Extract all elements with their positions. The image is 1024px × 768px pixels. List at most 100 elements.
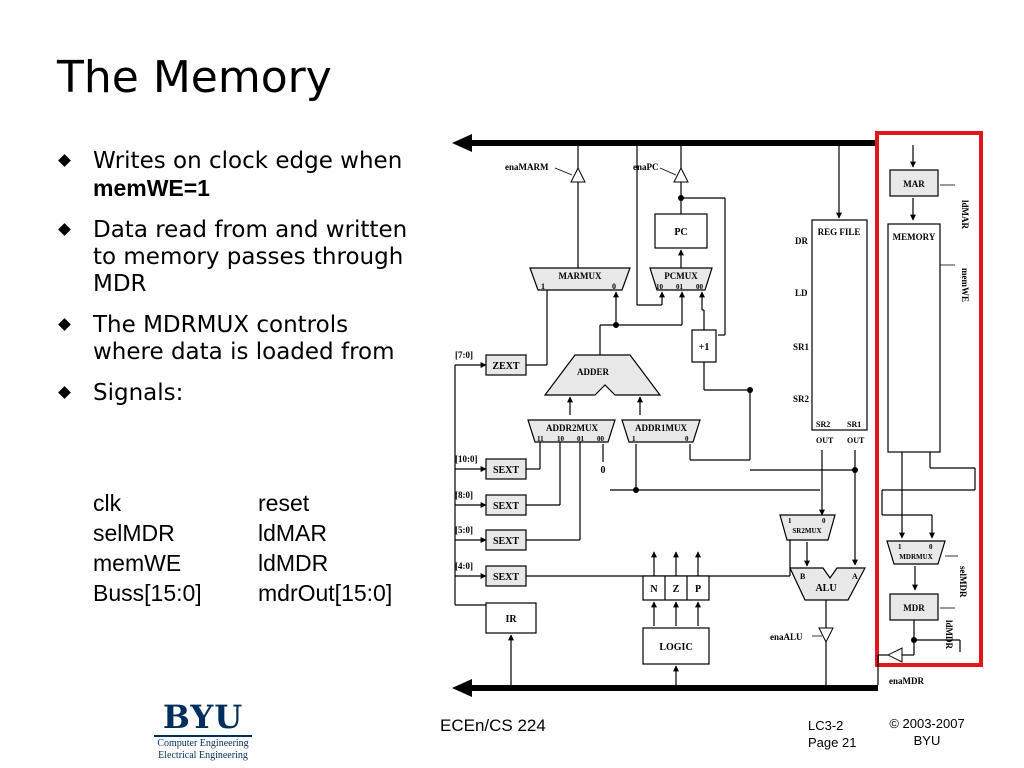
byu-logo: BYU Computer Engineering Electrical Engi… <box>148 700 258 764</box>
svg-text:01: 01 <box>577 435 585 443</box>
ena-alu-label: enaALU <box>770 632 803 642</box>
lc3-datapath-diagram: [7:0] [10:0] [8:0] [5:0] [4:0] ZEXT SEXT… <box>452 131 983 697</box>
left-wires <box>454 290 791 606</box>
svg-text:OUT: OUT <box>816 436 834 445</box>
ena-pc-label: enaPC <box>633 162 659 172</box>
bullet-item: Signals: <box>58 380 418 407</box>
svg-text:SR2: SR2 <box>793 394 810 404</box>
svg-text:SR1: SR1 <box>793 342 810 352</box>
bottom-bus <box>452 679 878 697</box>
svg-text:DR: DR <box>795 236 808 246</box>
svg-text:0: 0 <box>929 543 933 551</box>
slide-title: The Memory <box>57 52 332 103</box>
svg-text:0: 0 <box>685 435 689 443</box>
bit-field-labels: [7:0] [10:0] [8:0] [5:0] [4:0] <box>455 350 478 571</box>
svg-text:1: 1 <box>541 282 545 291</box>
ena-mdr-label: enaMDR <box>889 676 924 686</box>
signal-name: ldMDR <box>258 550 329 576</box>
svg-text:10: 10 <box>557 435 565 443</box>
mar-label: MAR <box>903 179 925 189</box>
logic-block: LOGIC <box>642 627 710 686</box>
svg-text:ADDR1MUX: ADDR1MUX <box>635 423 687 433</box>
mdrmux-label: MDRMUX <box>899 553 932 561</box>
pcmux-block: PCMUX 10 01 00 <box>636 145 713 325</box>
svg-text:1: 1 <box>898 543 902 551</box>
svg-text:PC: PC <box>674 227 687 238</box>
signal-name: memWE <box>93 550 182 576</box>
svg-text:ALU: ALU <box>815 583 836 594</box>
svg-text:10: 10 <box>656 283 664 291</box>
sel-mdr-label: selMDR <box>958 566 968 598</box>
sext-block: SEXT <box>485 494 527 516</box>
bullet-item: Data read from and written to memory pas… <box>58 217 418 298</box>
svg-text:00: 00 <box>597 435 605 443</box>
bullet-text: Signals: <box>93 380 184 406</box>
logo-divider <box>154 735 252 737</box>
svg-text:00: 00 <box>696 283 704 291</box>
svg-text:N: N <box>650 584 658 595</box>
alu-block: B A ALU <box>789 567 866 685</box>
diamond-bullet-icon <box>58 318 71 331</box>
lecture-label: LC3-2 <box>808 718 844 733</box>
adder-block: ADDER <box>543 291 682 415</box>
svg-text:OUT: OUT <box>847 436 865 445</box>
svg-text:REG FILE: REG FILE <box>818 227 861 237</box>
diamond-bullet-icon <box>58 223 71 236</box>
svg-text:P: P <box>695 584 701 595</box>
bullet-text: Writes on clock edge when <box>93 148 403 174</box>
svg-text:IR: IR <box>505 614 517 625</box>
bit-field-label: [4:0] <box>455 561 473 571</box>
bullet-text: The MDRMUX controls where data is loaded… <box>93 312 395 365</box>
bullet-list: Writes on clock edge when memWE=1 Data r… <box>58 148 418 421</box>
addr1mux-block: ADDR1MUX 1 0 <box>610 362 820 493</box>
svg-text:ADDR2MUX: ADDR2MUX <box>546 423 598 433</box>
svg-text:SR2MUX: SR2MUX <box>792 527 821 535</box>
svg-text:ZEXT: ZEXT <box>492 361 520 372</box>
svg-text:LOGIC: LOGIC <box>659 642 692 653</box>
memory-label: MEMORY <box>893 232 936 242</box>
svg-text:0: 0 <box>822 517 826 525</box>
course-label: ECEn/CS 224 <box>440 716 546 735</box>
svg-text:SR1: SR1 <box>847 420 861 429</box>
bullet-item: Writes on clock edge when memWE=1 <box>58 148 418 203</box>
bullet-bold-text: memWE=1 <box>93 175 210 201</box>
diamond-bullet-icon <box>58 386 71 399</box>
copyright: © 2003-2007 BYU <box>872 715 982 749</box>
svg-text:SEXT: SEXT <box>493 536 519 547</box>
signal-name: Buss[15:0] <box>93 580 202 606</box>
sext-block: SEXT <box>485 529 527 551</box>
svg-text:11: 11 <box>537 435 544 443</box>
signals-row: selMDR ldMAR <box>93 518 392 548</box>
signals-row: memWE ldMDR <box>93 548 392 578</box>
pc-block: PC <box>654 145 726 335</box>
svg-text:LD: LD <box>795 288 808 298</box>
svg-text:0: 0 <box>612 282 616 291</box>
bullet-text: Data read from and written to memory pas… <box>93 217 408 297</box>
signal-name: mdrOut[15:0] <box>258 580 393 606</box>
page-info: LC3-2 Page 21 <box>808 717 856 751</box>
regfile-block: REG FILE DR LD SR1 SR2 SR2 OUT SR1 OUT <box>750 145 868 566</box>
marmux-block: MARMUX 1 0 <box>529 145 631 291</box>
svg-text:Z: Z <box>673 584 680 595</box>
svg-text:MARMUX: MARMUX <box>559 271 602 281</box>
svg-text:SEXT: SEXT <box>493 501 519 512</box>
bit-field-label: [8:0] <box>455 490 473 500</box>
mdr-label: MDR <box>903 603 925 613</box>
svg-text:PCMUX: PCMUX <box>664 271 698 281</box>
signals-row: clk reset <box>93 488 392 518</box>
copyright-owner: BYU <box>913 733 941 748</box>
svg-text:SEXT: SEXT <box>493 572 519 583</box>
svg-text:SR2: SR2 <box>816 420 830 429</box>
ena-marm-label: enaMARM <box>505 162 549 172</box>
logo-wordmark: BYU <box>162 698 244 736</box>
signal-name: ldMAR <box>258 520 328 546</box>
page-number: Page 21 <box>808 735 857 750</box>
diamond-bullet-icon <box>58 154 71 167</box>
sext-block: SEXT <box>485 458 527 480</box>
signals-row: Buss[15:0] mdrOut[15:0] <box>93 578 392 608</box>
bit-field-label: [5:0] <box>455 525 473 535</box>
ld-mdr-label: ldMDR <box>944 620 954 650</box>
increment-block: +1 <box>691 309 725 363</box>
zext-block: ZEXT <box>485 354 527 376</box>
